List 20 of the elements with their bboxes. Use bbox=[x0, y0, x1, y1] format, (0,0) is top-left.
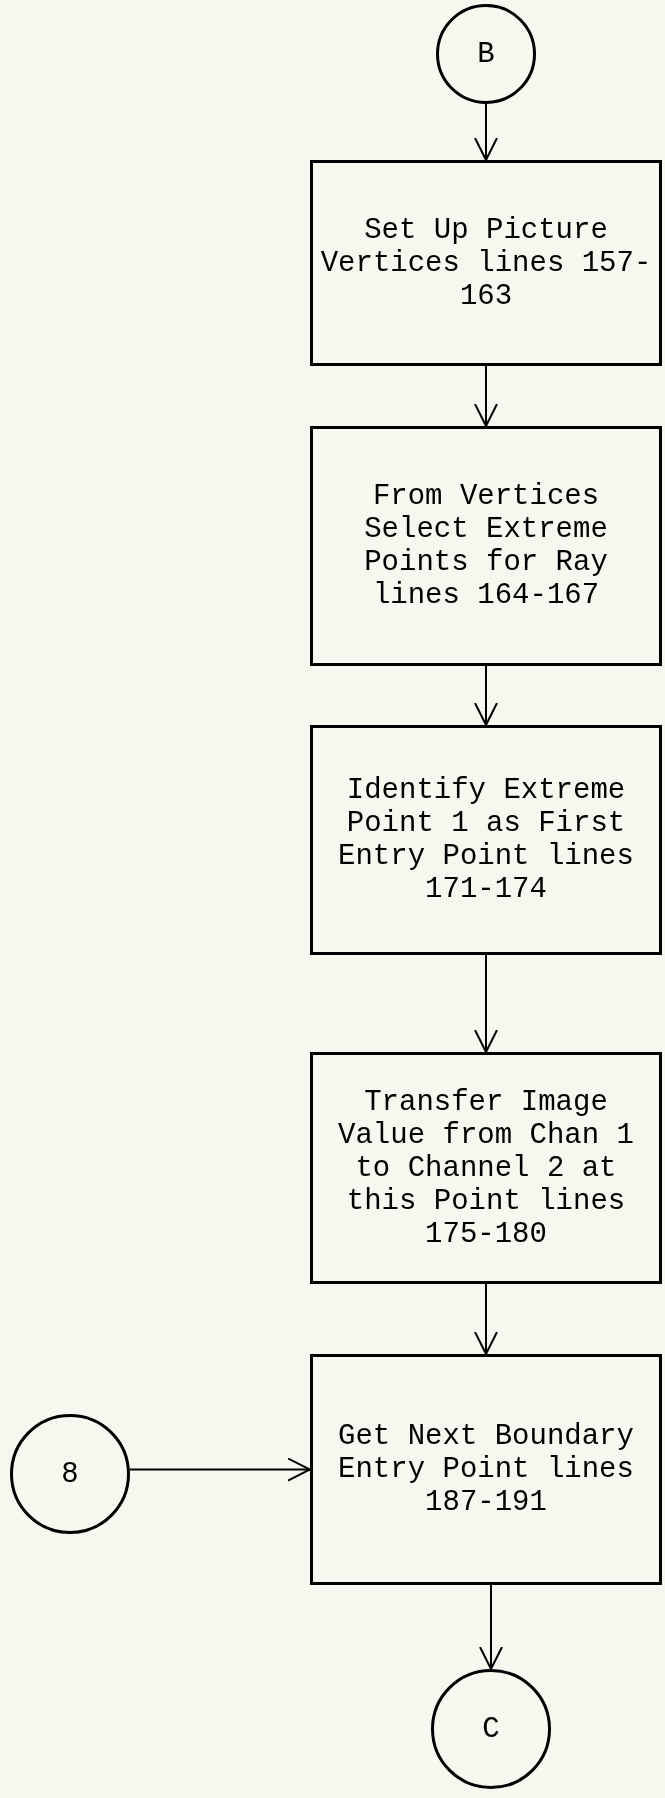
process-box bbox=[310, 426, 662, 666]
node-text: Get Next Boundary Entry Point lines 187-191 bbox=[337, 1420, 635, 1519]
node-text: From Vertices Select Extreme Points for Ray lines 164-167 bbox=[363, 480, 609, 612]
arrow bbox=[474, 665, 498, 726]
arrow bbox=[474, 365, 498, 427]
node-text: 8 bbox=[60, 1457, 80, 1491]
process-box bbox=[310, 160, 662, 366]
node-text: B bbox=[476, 37, 496, 71]
node-text: Identify Extreme Point 1 as First Entry Point lines 171-174 bbox=[337, 774, 635, 906]
arrow bbox=[474, 954, 498, 1053]
arrow bbox=[474, 103, 498, 161]
node-text: Set Up Picture Vertices lines 157-163 bbox=[319, 213, 653, 313]
node-text: Transfer Image Value from Chan 1 to Channel 2 at this Point lines 175-180 bbox=[337, 1085, 635, 1251]
arrow bbox=[474, 1283, 498, 1355]
process-box bbox=[310, 1052, 662, 1284]
arrow bbox=[129, 1457, 311, 1482]
process-box bbox=[310, 1354, 662, 1585]
process-box bbox=[310, 725, 662, 955]
node-text: C bbox=[481, 1712, 501, 1746]
arrow bbox=[479, 1584, 503, 1670]
